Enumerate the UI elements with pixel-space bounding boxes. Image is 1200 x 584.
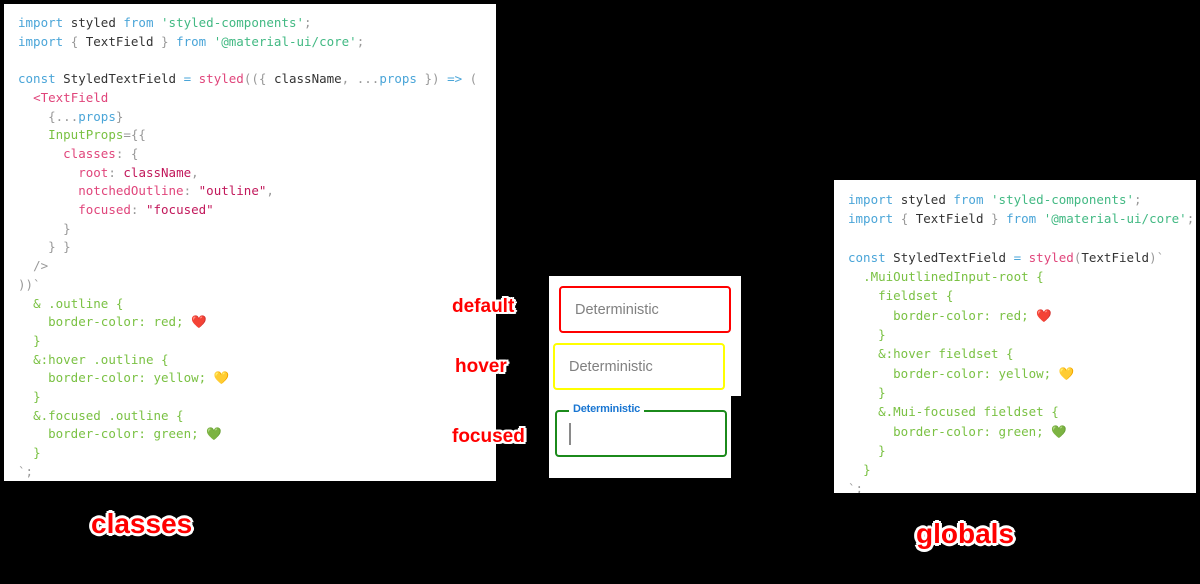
- code-block-classes: import styled from 'styled-components'; …: [18, 15, 478, 479]
- caption-globals: globals: [916, 518, 1015, 549]
- caption-classes: classes: [91, 508, 193, 539]
- text-caret: [569, 423, 571, 445]
- demo-panel-lower: Deterministic: [549, 396, 731, 478]
- annotation-focused: focused: [452, 426, 525, 447]
- demo-panel-upper: Deterministic Deterministic: [549, 276, 741, 396]
- textfield-default-label: Deterministic: [575, 301, 659, 318]
- annotation-default: default: [452, 296, 515, 317]
- textfield-focused[interactable]: Deterministic: [555, 403, 727, 457]
- textfield-hover[interactable]: Deterministic: [553, 343, 725, 390]
- textfield-default[interactable]: Deterministic: [559, 286, 731, 333]
- annotation-hover: hover: [455, 356, 507, 377]
- code-panel-globals: import styled from 'styled-components'; …: [834, 180, 1196, 493]
- code-block-globals: import styled from 'styled-components'; …: [848, 192, 1195, 493]
- textfield-focused-label: Deterministic: [569, 403, 645, 415]
- code-panel-classes: import styled from 'styled-components'; …: [4, 4, 496, 481]
- textfield-hover-label: Deterministic: [569, 358, 653, 375]
